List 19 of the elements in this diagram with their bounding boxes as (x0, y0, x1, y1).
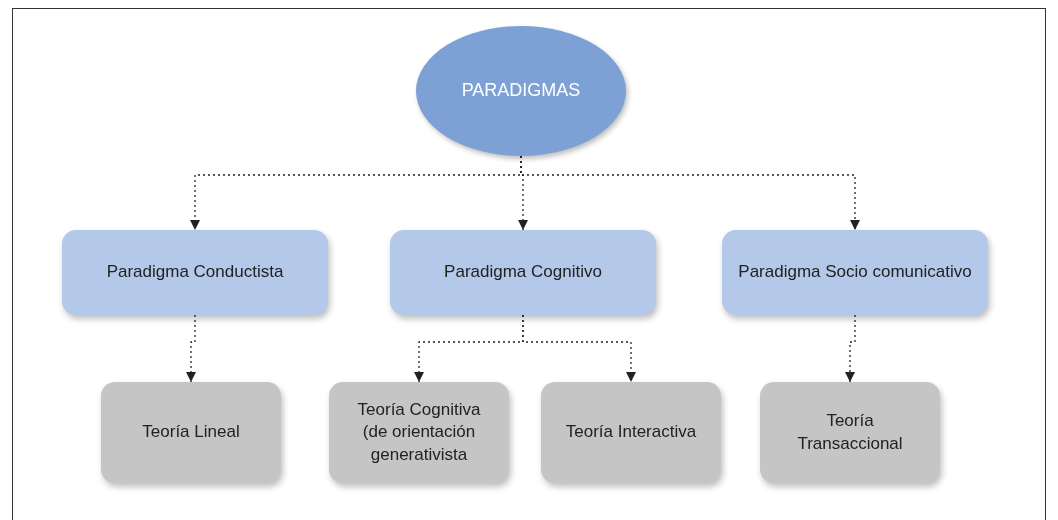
theory-box (541, 382, 721, 483)
node-label: Paradigma Cognitivo (444, 261, 602, 284)
node-label: Paradigma Conductista (106, 261, 284, 284)
theory-box (329, 382, 509, 483)
theory-box (760, 382, 940, 483)
arrow (845, 314, 856, 383)
category-box (390, 230, 656, 315)
node-label: Teoría Transaccional (796, 410, 904, 455)
category-box (62, 230, 328, 315)
node-label: PARADIGMAS (461, 79, 581, 103)
arrow (186, 314, 196, 383)
theory-box (101, 382, 281, 483)
node-label: Paradigma Socio comunicativo (738, 261, 972, 284)
arrow (520, 155, 860, 231)
node-label: Teoría Lineal (142, 421, 240, 444)
arrow (522, 314, 636, 383)
node-label: Teoría Cognitiva (de orientación generativista (356, 399, 482, 466)
node-label: Teoría Interactiva (565, 421, 697, 444)
category-box (722, 230, 988, 315)
